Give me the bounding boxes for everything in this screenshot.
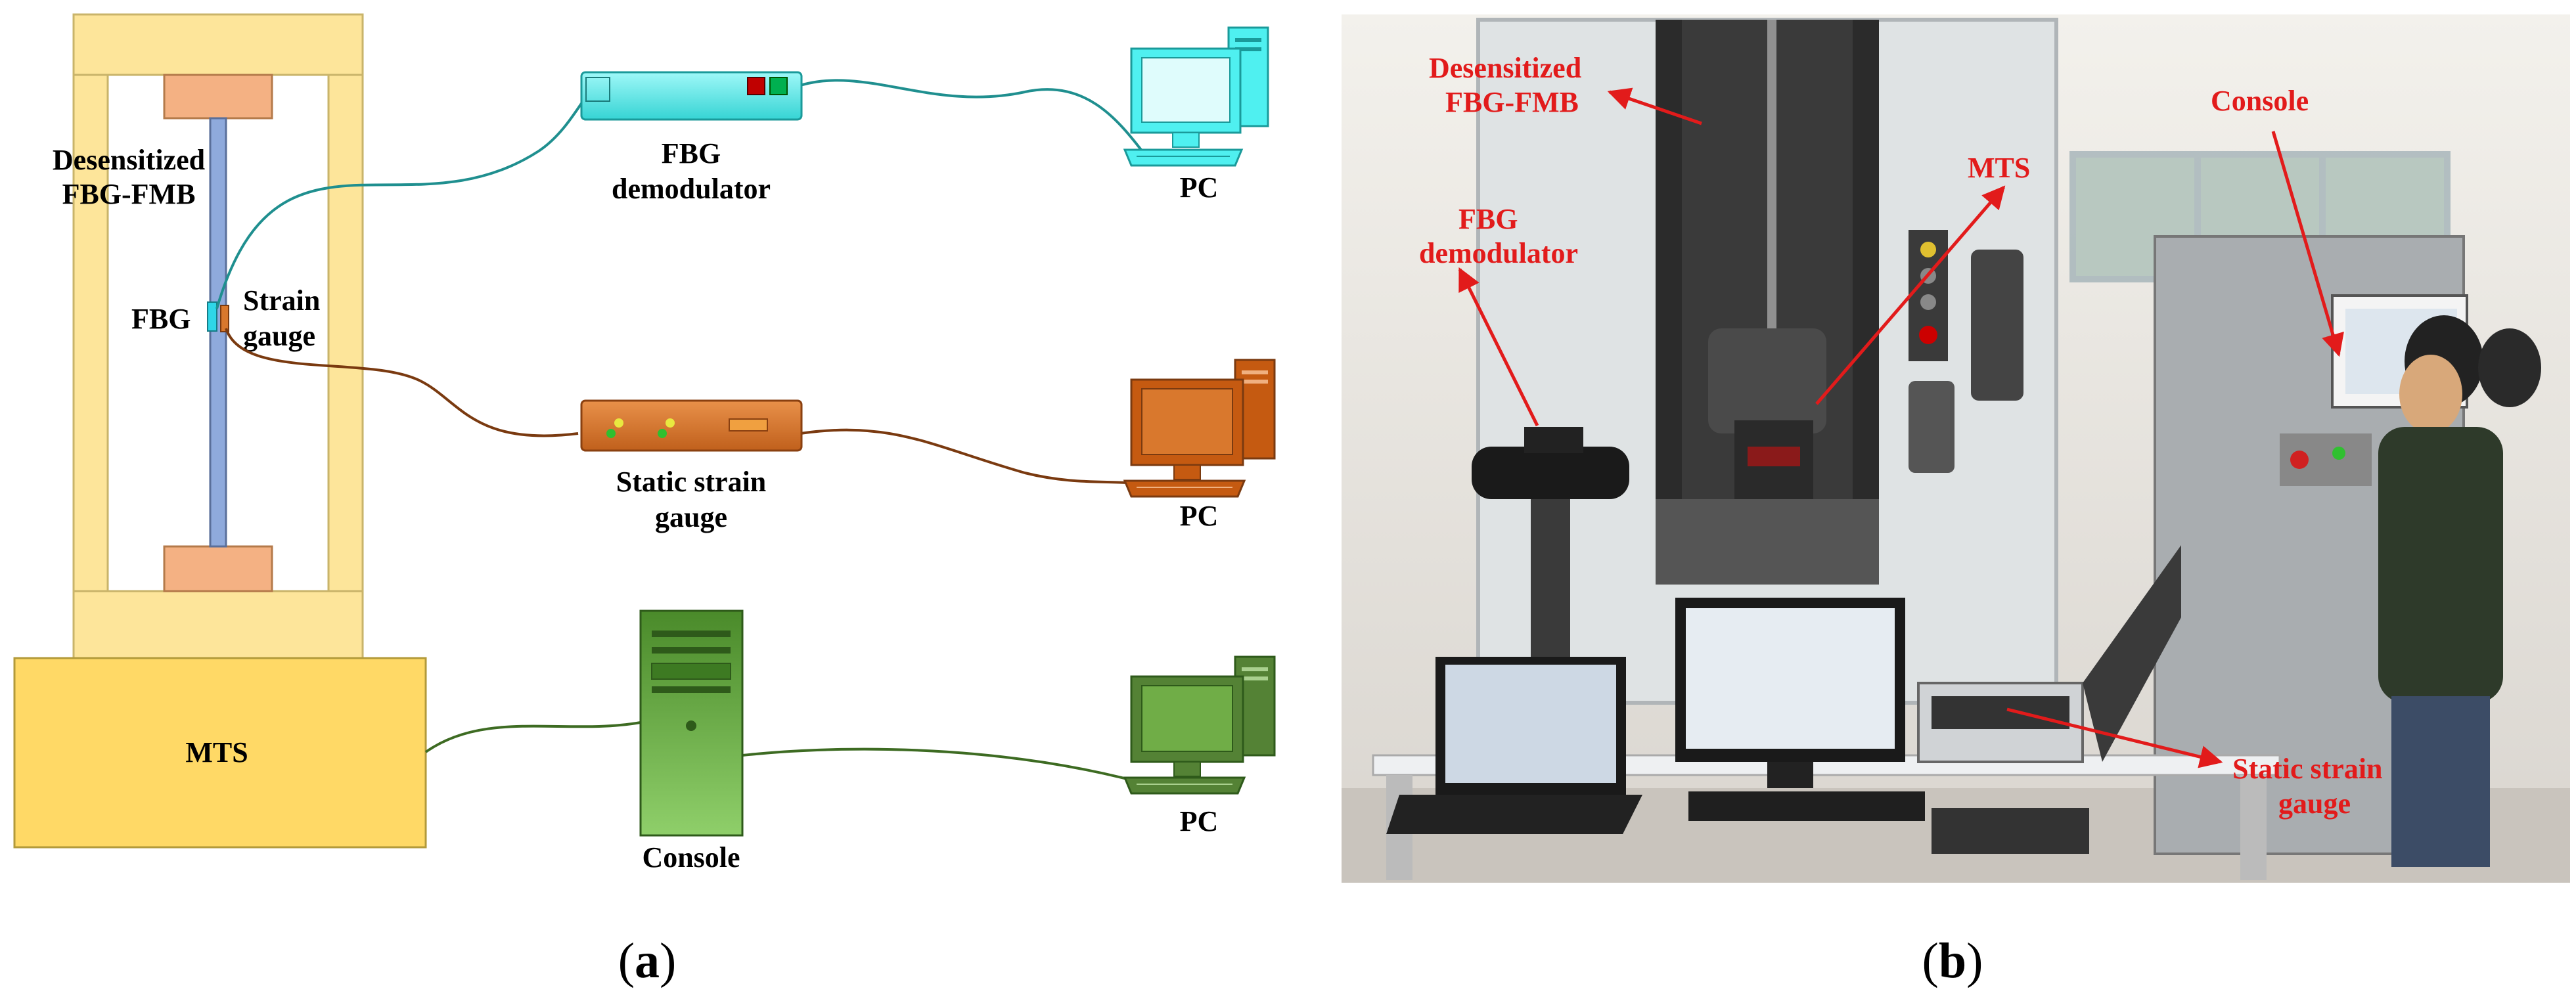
- annotation-static-strain-line1: Static strain: [2232, 753, 2383, 785]
- strain-cable-to-static-gauge: [225, 328, 579, 437]
- pc-icon-strain: [1123, 359, 1276, 498]
- pc-icon-console: [1123, 655, 1276, 795]
- annotation-mts: MTS: [1968, 152, 2030, 184]
- pc-icon-fbg: [1123, 26, 1269, 167]
- panel-a-caption: (a): [618, 933, 677, 988]
- top-grip: [163, 74, 273, 120]
- pc-label-2: PC: [1180, 500, 1219, 532]
- console-tower: [639, 609, 744, 837]
- strain-gauge-label-line2: gauge: [243, 320, 315, 352]
- red-indicator: [747, 77, 765, 95]
- green-indicator: [769, 77, 788, 95]
- mts-label: MTS: [185, 736, 248, 768]
- static-strain-gauge-device: [580, 399, 803, 452]
- panel-a: MTS Desensitized FBG-FMB FBG Strain gaug…: [13, 13, 1276, 988]
- frame-top-crossbeam: [72, 13, 364, 76]
- pc-label-1: PC: [1180, 171, 1219, 204]
- mts-cable-to-console: [424, 721, 641, 753]
- arrow-mts: [1815, 185, 2006, 405]
- strain-gauge-label-line1: Strain: [243, 284, 320, 317]
- panel-b-annotations: Desensitized FBG-FMB MTS Console FBG dem…: [1419, 52, 2383, 820]
- bottom-grip: [163, 545, 273, 592]
- desensitized-label-line1: Desensitized: [53, 144, 205, 176]
- console-label: Console: [642, 841, 740, 874]
- panel-b-caption: (b): [1922, 933, 1983, 988]
- fbg-demodulator-label-line2: demodulator: [612, 173, 771, 205]
- mts-base: [13, 657, 427, 849]
- fbg-label: FBG: [131, 303, 191, 335]
- annotation-console: Console: [2211, 85, 2309, 117]
- static-strain-gauge-label-line1: Static strain: [616, 466, 767, 498]
- strain-gauge-sensor: [220, 305, 229, 332]
- arrow-static-strain: [2006, 707, 2223, 768]
- desensitized-label-line2: FBG-FMB: [62, 178, 196, 210]
- strain-cable-gauge-to-pc: [800, 428, 1144, 486]
- annotation-fbg-demodulator-line1: FBG: [1458, 203, 1518, 235]
- fbg-demodulator-device: [580, 71, 803, 121]
- fbg-demodulator-label-line1: FBG: [662, 137, 721, 169]
- fbg-cable-to-demodulator: [215, 97, 586, 309]
- annotation-desensitized-line2: FBG-FMB: [1445, 86, 1579, 118]
- static-strain-gauge-label-line2: gauge: [655, 501, 727, 533]
- frame-left-column: [72, 13, 109, 659]
- annotation-fbg-demodulator-line2: demodulator: [1419, 237, 1578, 269]
- annotation-static-strain-line2: gauge: [2278, 787, 2351, 820]
- annotation-desensitized-line1: Desensitized: [1429, 52, 1581, 84]
- pc-label-3: PC: [1180, 805, 1219, 837]
- arrow-console: [2271, 131, 2344, 357]
- mts-frame: [72, 13, 364, 659]
- panel-b-photo: [1342, 14, 2570, 883]
- console-cable-to-pc: [742, 747, 1157, 788]
- fbg-sensor: [207, 301, 217, 332]
- frame-bottom-crossbeam: [72, 590, 364, 659]
- frame-right-column: [327, 13, 364, 659]
- arrow-desensitized: [1607, 87, 1702, 125]
- fbg-cable-demod-to-pc: [800, 79, 1144, 154]
- arrow-fbg-demodulator: [1458, 267, 1539, 427]
